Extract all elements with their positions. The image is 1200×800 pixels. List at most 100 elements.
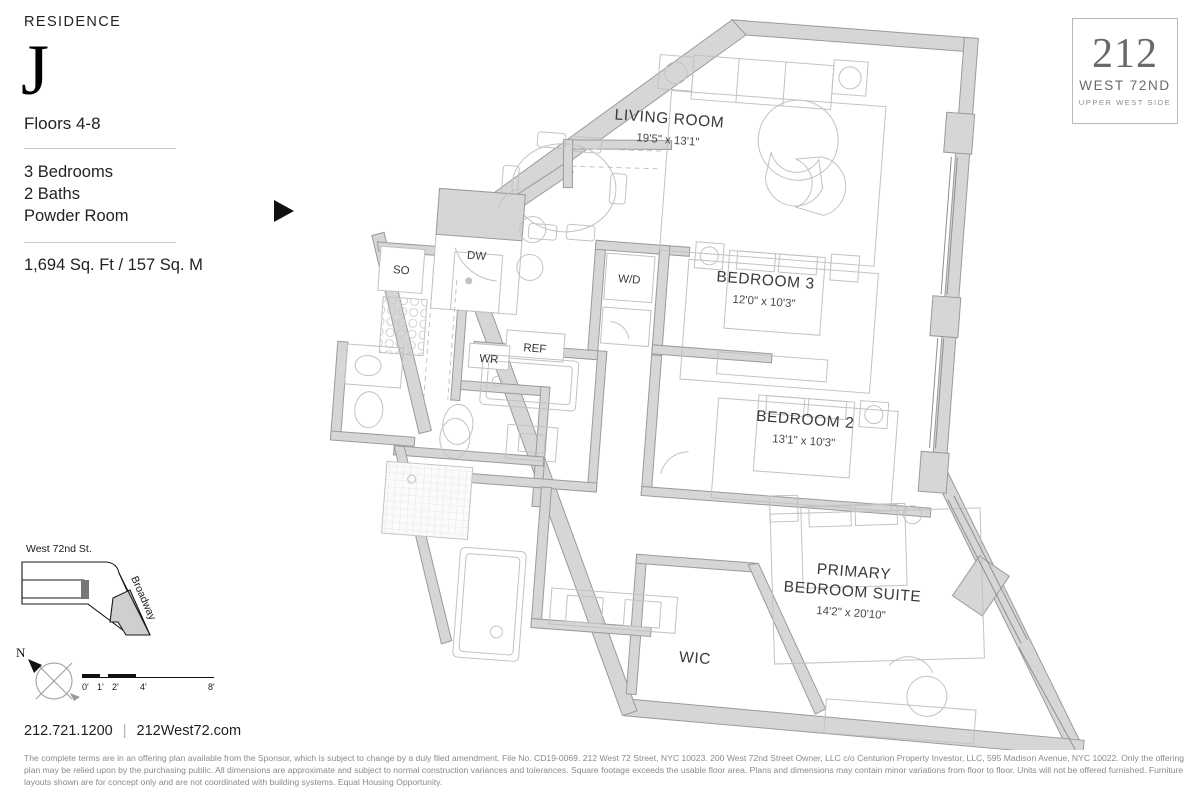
primary-lamp [902, 505, 922, 525]
keymap-street-label: West 72nd St. [26, 543, 92, 555]
laundry-door-swing [610, 321, 630, 340]
spec-powder-room: Powder Room [24, 207, 129, 226]
window-glass-2 [946, 157, 958, 295]
wall-bath2-right [586, 350, 608, 492]
window-glass-4 [934, 338, 945, 449]
sofa-cushion-2 [782, 62, 787, 106]
bed2-nightstand [858, 400, 890, 430]
keymap-broadway-line [118, 572, 151, 636]
logo-neighborhood: UPPER WEST SIDE [1078, 98, 1172, 107]
dim-bedroom-3: 12'0" x 10'3" [732, 294, 796, 311]
bed3-nightstand-2 [829, 253, 861, 283]
residence-letter: J [21, 30, 50, 110]
dining-chair-e [608, 172, 628, 205]
window-glass-5 [947, 499, 1022, 644]
primary-nightstand [768, 494, 799, 523]
dining-chair-n1 [536, 131, 567, 150]
shower-tiled-floor [381, 460, 474, 541]
spec-bedrooms: 3 Bedrooms [24, 163, 113, 182]
bed3-bed [723, 249, 827, 336]
bar-stool-2 [516, 253, 544, 281]
bed2-lamp [864, 405, 884, 425]
bath2-vanity [505, 423, 559, 463]
laundry-shelf [599, 306, 652, 348]
divider-bottom [24, 242, 176, 244]
window-bay-4 [951, 555, 1010, 617]
bed2-door-swing [660, 451, 689, 474]
kitchen-dash-b [447, 279, 458, 400]
closet-rod-1 [574, 147, 664, 152]
shower-area-toilet [439, 417, 471, 459]
compass-north-label: N [16, 645, 26, 660]
kitchen-dash-a [423, 268, 435, 398]
window-bay-2 [929, 295, 962, 339]
website-link[interactable]: 212West72.com [136, 723, 242, 739]
bed3-nightstand-1 [693, 241, 725, 271]
scale-tick-4: 4' [140, 682, 147, 692]
powder-sink [354, 355, 382, 377]
wall-wic-top [635, 553, 757, 573]
bath2-tub-drain [491, 375, 503, 387]
building-logo: 212 WEST 72ND UPPER WEST SIDE [1072, 18, 1178, 124]
compass-south-arrow [70, 693, 80, 701]
dim-living-room: 19'5" x 13'1" [636, 132, 700, 149]
wall-bath2-bottom [463, 472, 598, 493]
furniture-layer [344, 54, 985, 745]
bath2-tub-inner [485, 360, 573, 406]
label-primary-line2: BEDROOM SUITE [783, 578, 922, 605]
window-glass-6 [953, 495, 1028, 641]
label-primary-line1: PRIMARY [816, 561, 892, 584]
bar-stool-1 [519, 216, 547, 244]
bath2-sink [517, 432, 546, 454]
primary-pillow-2 [854, 503, 899, 526]
island-sink-basin [449, 251, 504, 314]
scale-bar: 0' 1' 2' 4' 8' [80, 668, 230, 702]
wall-bed3-bottom [651, 344, 773, 364]
contact-separator: | [122, 723, 127, 739]
table-lamp-right [838, 66, 862, 90]
wall-powder-bottom [329, 430, 416, 447]
compass-north-arrow [28, 659, 42, 673]
residence-label: RESIDENCE [24, 14, 122, 30]
logo-street: WEST 72ND [1079, 78, 1171, 93]
keymap-inner-street [21, 579, 85, 599]
scale-tick-1: 1' [97, 682, 104, 692]
window-lines [929, 156, 1076, 750]
primary-rug [769, 507, 985, 665]
window-glass-1 [940, 156, 952, 295]
phone-number[interactable]: 212.721.1200 [24, 723, 113, 739]
wall-mbath-left [530, 486, 552, 628]
bed3-rug [679, 258, 879, 394]
side-table-left [657, 54, 695, 92]
compass-circle [35, 662, 73, 700]
compass-rose: N [14, 645, 104, 710]
wall-wic-left [625, 553, 648, 696]
dining-chair-n2 [572, 136, 603, 154]
dim-primary: 14'2" x 20'10" [816, 605, 886, 622]
wall-closet-left [562, 139, 574, 189]
residence-info-panel: RESIDENCE J Floors 4-8 3 Bedrooms 2 Bath… [21, 14, 254, 275]
wall-exterior-south [624, 698, 1085, 750]
bed3-pillow-2 [777, 253, 819, 276]
dining-chair-s2 [565, 223, 596, 242]
bed2-bed [752, 394, 856, 479]
door-swing-foyer [454, 247, 497, 282]
floors-text: Floors 4-8 [24, 114, 101, 134]
master-tub [452, 546, 527, 662]
island-counter [435, 187, 526, 242]
label-dishwasher: DW [467, 250, 487, 263]
oven-box [377, 245, 426, 294]
scale-segment-1 [82, 674, 100, 678]
floor-plan-drawing: LIVING ROOM 19'5" x 13'1" BEDROOM 3 12'0… [250, 0, 1200, 750]
master-tub-inner [458, 553, 521, 656]
side-table-right [831, 59, 869, 97]
scale-tick-0: 0' [82, 682, 89, 692]
bed3-lamp-1 [699, 246, 719, 266]
primary-bench [823, 698, 977, 745]
wall-structure [329, 19, 1085, 750]
entry-arrow-icon [274, 200, 294, 222]
washer-dryer-box [603, 252, 656, 304]
area-text: 1,694 Sq. Ft / 157 Sq. M [24, 256, 203, 275]
keymap-subject-marker [81, 580, 89, 599]
